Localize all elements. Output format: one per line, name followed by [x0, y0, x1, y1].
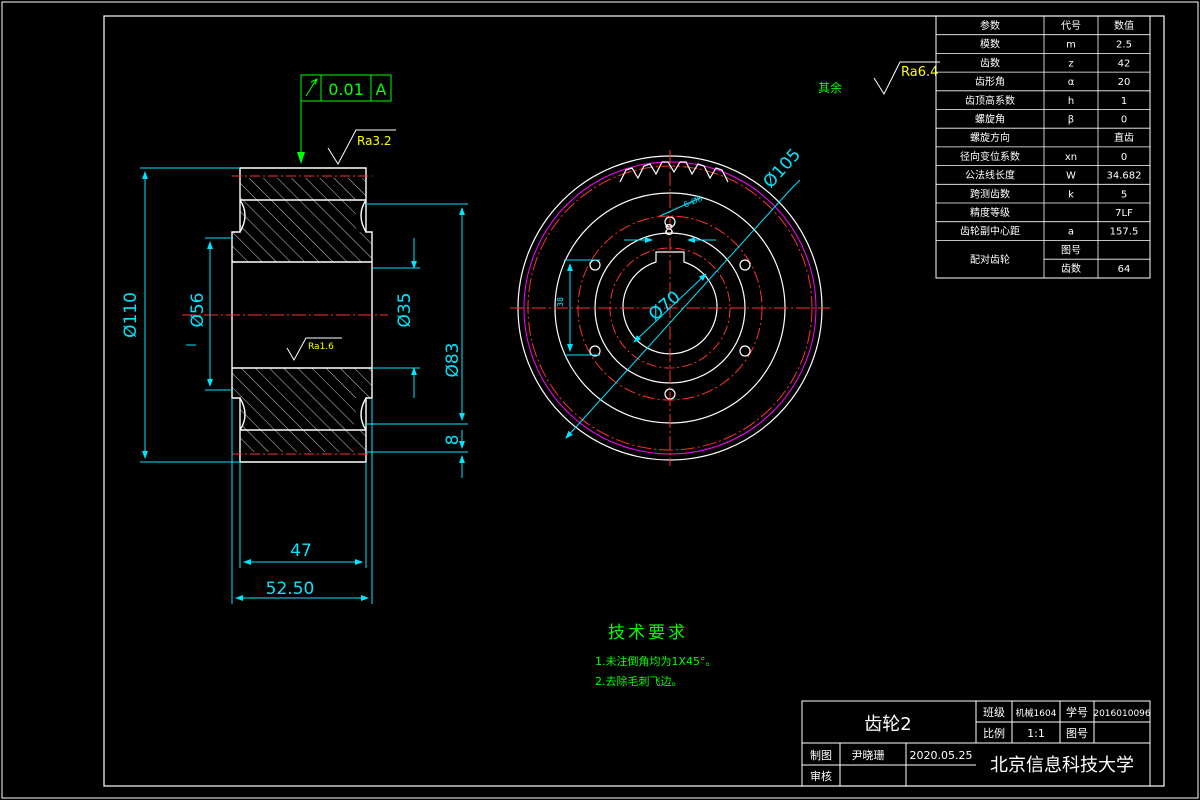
param-name: 精度等级 — [970, 206, 1010, 219]
tech-title: 技术要求 — [608, 623, 688, 643]
param-symbol: W — [1066, 171, 1076, 182]
param-name: 参数 — [980, 19, 1000, 32]
svg-text:Ra3.2: Ra3.2 — [357, 134, 392, 148]
runout-icon — [305, 78, 318, 97]
scale-value: 1:1 — [1027, 727, 1045, 740]
class-label: 班级 — [983, 706, 1005, 719]
hatch-bottom — [240, 398, 366, 452]
dim-d105: Ø105 — [760, 145, 806, 192]
param-value: 42 — [1118, 58, 1131, 69]
param-name: 公法线长度 — [965, 169, 1015, 182]
student-no-value: 2016010096 — [1093, 709, 1151, 719]
class-value: 机械1604 — [1016, 707, 1057, 719]
tech-item-1: 1.未注倒角均为1X45°。 — [595, 654, 717, 668]
hatch-hub-bottom — [232, 368, 372, 398]
roughness-symbol-top: Ra3.2 — [327, 129, 396, 166]
param-name: 径向变位系数 — [960, 150, 1020, 163]
param-name: 齿顶高系数 — [965, 94, 1015, 107]
dim-w47: 47 — [290, 541, 312, 561]
dim-d35: Ø35 — [395, 292, 415, 327]
param-name: 螺旋角 — [975, 113, 1005, 126]
dim-w8: 8 — [443, 435, 463, 446]
dim-key8: 8 — [664, 221, 674, 239]
param-symbol: z — [1068, 58, 1073, 69]
roughness-symbol-bore: Ra1.6 — [286, 337, 342, 362]
dim-w52: 52.50 — [266, 579, 315, 599]
param-symbol: a — [1068, 227, 1074, 238]
param-name: 模数 — [980, 38, 1000, 51]
drawing-label: 制图 — [810, 749, 832, 762]
param-symbol: 代号 — [1061, 20, 1081, 32]
tech-item-2: 2.去除毛刺飞边。 — [595, 674, 683, 688]
param-value: 1 — [1121, 96, 1127, 107]
drawer-name: 尹晓珊 — [852, 749, 885, 762]
param-symbol: xn — [1065, 152, 1077, 163]
title-block-text: 齿轮2 班级 机械1604 学号 2016010096 比例 1:1 图号 制图… — [810, 705, 1151, 783]
student-no-label: 学号 — [1066, 705, 1088, 719]
mating-teeth-label: 齿数 — [1061, 262, 1081, 275]
front-view: Ø105 Ø70 8 6-Ø8 38 其余 Ra6.4 — [510, 61, 940, 466]
svg-text:其余: 其余 — [818, 80, 842, 95]
svg-text:Ra1.6: Ra1.6 — [308, 342, 334, 352]
param-value: 5 — [1121, 189, 1127, 200]
svg-text:Ra6.4: Ra6.4 — [901, 65, 938, 80]
param-symbol: α — [1068, 77, 1075, 88]
dim-d70: Ø70 — [645, 287, 685, 325]
param-value: 20 — [1118, 77, 1131, 88]
inner-frame — [103, 15, 1165, 787]
param-name: 齿形角 — [975, 76, 1005, 88]
dim-d83: Ø83 — [443, 342, 463, 377]
mating-drawing-no-label: 图号 — [1061, 244, 1081, 256]
review-label: 审核 — [810, 769, 832, 783]
param-value: 0 — [1121, 115, 1127, 126]
roughness-symbol-rest: 其余 Ra6.4 — [818, 61, 940, 96]
param-name: 齿数 — [980, 56, 1000, 69]
mating-gear-label: 配对齿轮 — [970, 253, 1010, 266]
tolerance-value: 0.01 — [328, 80, 364, 99]
param-symbol: k — [1068, 189, 1074, 200]
scale-label: 比例 — [983, 726, 1005, 740]
section-view: Ø110 Ø56 Ø35 Ø83 8 47 52.50 0.01 A Ra3.2… — [121, 74, 468, 604]
drawing-no-label: 图号 — [1066, 727, 1088, 740]
dim-d110: Ø110 — [121, 292, 141, 338]
param-value: 157.5 — [1110, 227, 1139, 238]
param-value: 数值 — [1114, 19, 1134, 32]
param-value: 0 — [1121, 152, 1127, 163]
param-value: 34.682 — [1107, 171, 1142, 182]
gear-teeth — [619, 161, 729, 183]
dim-d56: Ø56 — [188, 292, 208, 327]
draw-date: 2020.05.25 — [910, 749, 973, 762]
param-name: 齿轮副中心距 — [960, 225, 1020, 238]
tolerance-datum: A — [376, 80, 387, 99]
mating-teeth-value: 64 — [1118, 264, 1131, 275]
geometric-tolerance-frame: 0.01 A — [297, 74, 392, 164]
param-symbol: β — [1068, 115, 1074, 126]
technical-requirements: 技术要求 1.未注倒角均为1X45°。 2.去除毛刺飞边。 — [595, 623, 717, 688]
param-value: 直齿 — [1114, 131, 1134, 144]
school-name: 北京信息科技大学 — [990, 755, 1134, 776]
param-name: 螺旋方向 — [970, 131, 1010, 144]
param-value: 7LF — [1115, 208, 1133, 219]
hatch-hub-top — [232, 232, 372, 262]
title-block — [801, 700, 1151, 787]
part-name: 齿轮2 — [864, 714, 911, 735]
param-value: 2.5 — [1116, 40, 1132, 51]
param-symbol: h — [1068, 96, 1074, 107]
param-name: 跨测齿数 — [970, 187, 1010, 200]
dim-small: 38 — [556, 297, 565, 307]
hatch-top — [240, 178, 366, 232]
param-symbol: m — [1066, 40, 1076, 51]
